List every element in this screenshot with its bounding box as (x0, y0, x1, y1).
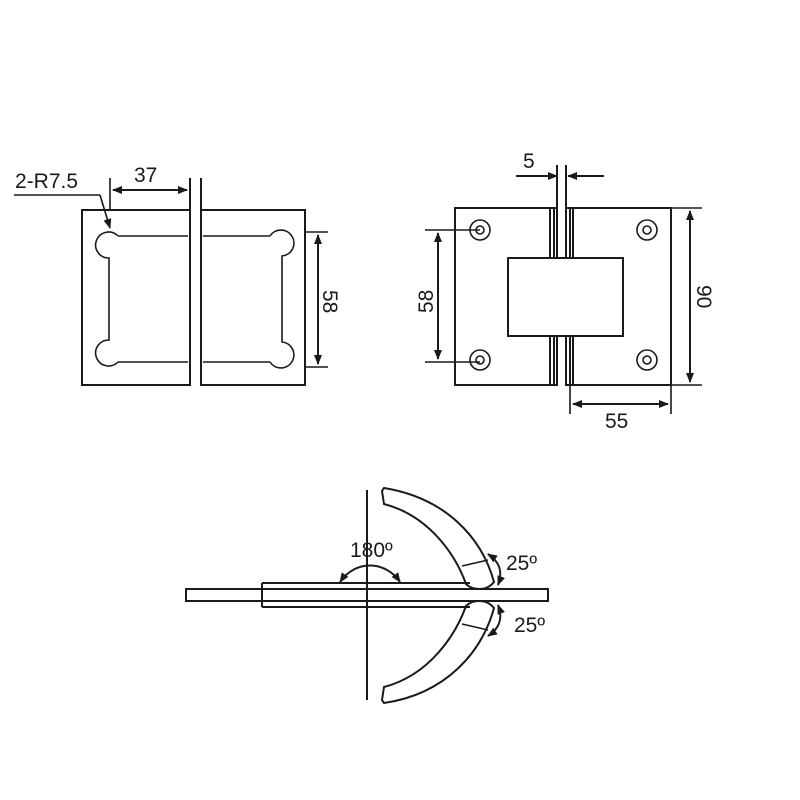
right-clamp-plate (200, 209, 306, 386)
upper-tilt-angle-label: 25º (506, 552, 537, 575)
hinge-center-block (507, 257, 624, 337)
hinge-width-dim: 55 (605, 410, 628, 433)
left-plate-cutout (94, 231, 188, 367)
rotation-view: 180º 25º 25º (185, 486, 549, 705)
left-view: 2-R7.5 37 58 (14, 164, 341, 386)
upper-swung-panel (380, 486, 496, 590)
left-height-dim: 58 (318, 290, 341, 313)
left-width-dim: 37 (134, 164, 157, 187)
lower-swung-panel (380, 600, 496, 705)
radius-label: 2-R7.5 (15, 170, 78, 193)
right-view: 5 58 90 55 (415, 150, 715, 433)
opening-angle-label: 180º (350, 539, 393, 562)
right-plate-cutout (203, 229, 295, 369)
screw-hole (636, 219, 658, 241)
hinge-height-dim: 90 (692, 285, 715, 308)
screw-hole (469, 349, 491, 371)
hole-spacing-dim: 58 (415, 290, 438, 313)
lower-tilt-angle-label: 25º (514, 614, 545, 637)
gap-dim: 5 (523, 150, 535, 173)
horizontal-glass-panel (185, 588, 549, 602)
screw-hole (636, 349, 658, 371)
